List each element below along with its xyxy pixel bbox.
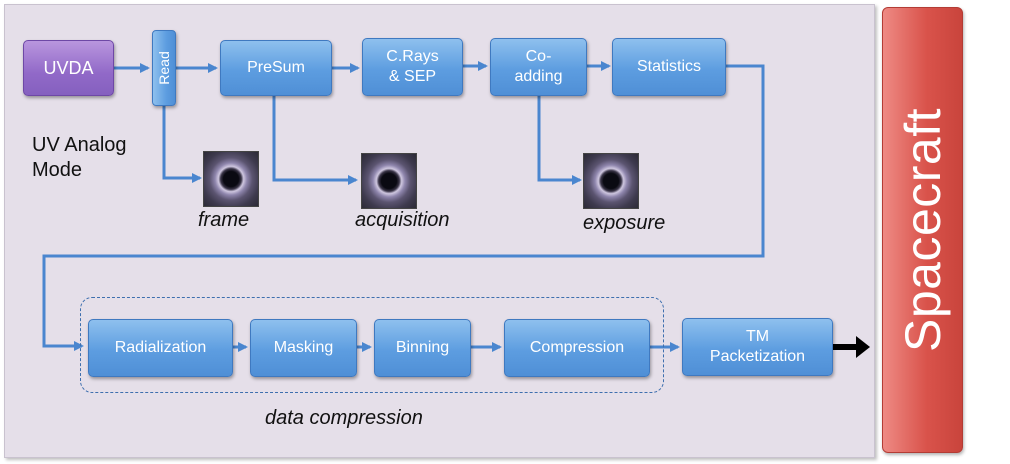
radialization-box: Radialization: [88, 319, 233, 377]
compression-box: Compression: [504, 319, 650, 377]
masking-box: Masking: [250, 319, 357, 377]
mode-label-line2: Mode: [32, 159, 83, 181]
coadding-label-line1: Co-: [525, 48, 552, 65]
data-compression-caption: data compression: [265, 407, 423, 429]
spacecraft-label: Spacecraft: [894, 107, 951, 353]
presum-label: PreSum: [247, 59, 305, 76]
arrow-coadding-to-exposure: [537, 96, 582, 185]
arrow-read-to-frame: [162, 106, 202, 183]
exposure-caption: exposure: [583, 212, 666, 234]
tm-packetization-box: TM Packetization: [682, 318, 833, 376]
mode-label: UV Analog Mode: [32, 133, 127, 183]
radialization-label: Radialization: [114, 339, 207, 356]
frame-caption: frame: [198, 209, 250, 231]
crays-label-line2: & SEP: [388, 68, 437, 85]
acquisition-image: [361, 153, 417, 209]
acquisition-caption: acquisition: [355, 209, 450, 231]
data-compression-group: [80, 297, 664, 393]
statistics-label: Statistics: [636, 58, 701, 75]
binning-box: Binning: [374, 319, 471, 377]
compression-label: Compression: [529, 339, 625, 356]
crays-label-line1: C.Rays: [386, 48, 439, 65]
binning-label: Binning: [395, 339, 450, 356]
frame-image: [203, 151, 259, 207]
statistics-box: Statistics: [612, 38, 726, 96]
tm-label-line2: Packetization: [709, 348, 806, 365]
read-label: Read: [156, 51, 172, 85]
arrow-presum-to-acquisition: [272, 96, 358, 185]
coadding-box: Co- adding: [490, 38, 587, 96]
exposure-image: [583, 153, 639, 209]
mode-label-line1: UV Analog: [32, 134, 127, 156]
uvda-box: UVDA: [23, 40, 114, 96]
read-box: Read: [152, 30, 176, 106]
spacecraft-box: Spacecraft: [882, 7, 963, 453]
tm-label-line1: TM: [745, 328, 770, 345]
masking-label: Masking: [273, 339, 334, 356]
coadding-label-line2: adding: [514, 68, 563, 85]
crays-sep-box: C.Rays & SEP: [362, 38, 463, 96]
uvda-label: UVDA: [43, 58, 94, 78]
presum-box: PreSum: [220, 40, 332, 96]
connector-statistics-to-radialization: [42, 64, 765, 351]
